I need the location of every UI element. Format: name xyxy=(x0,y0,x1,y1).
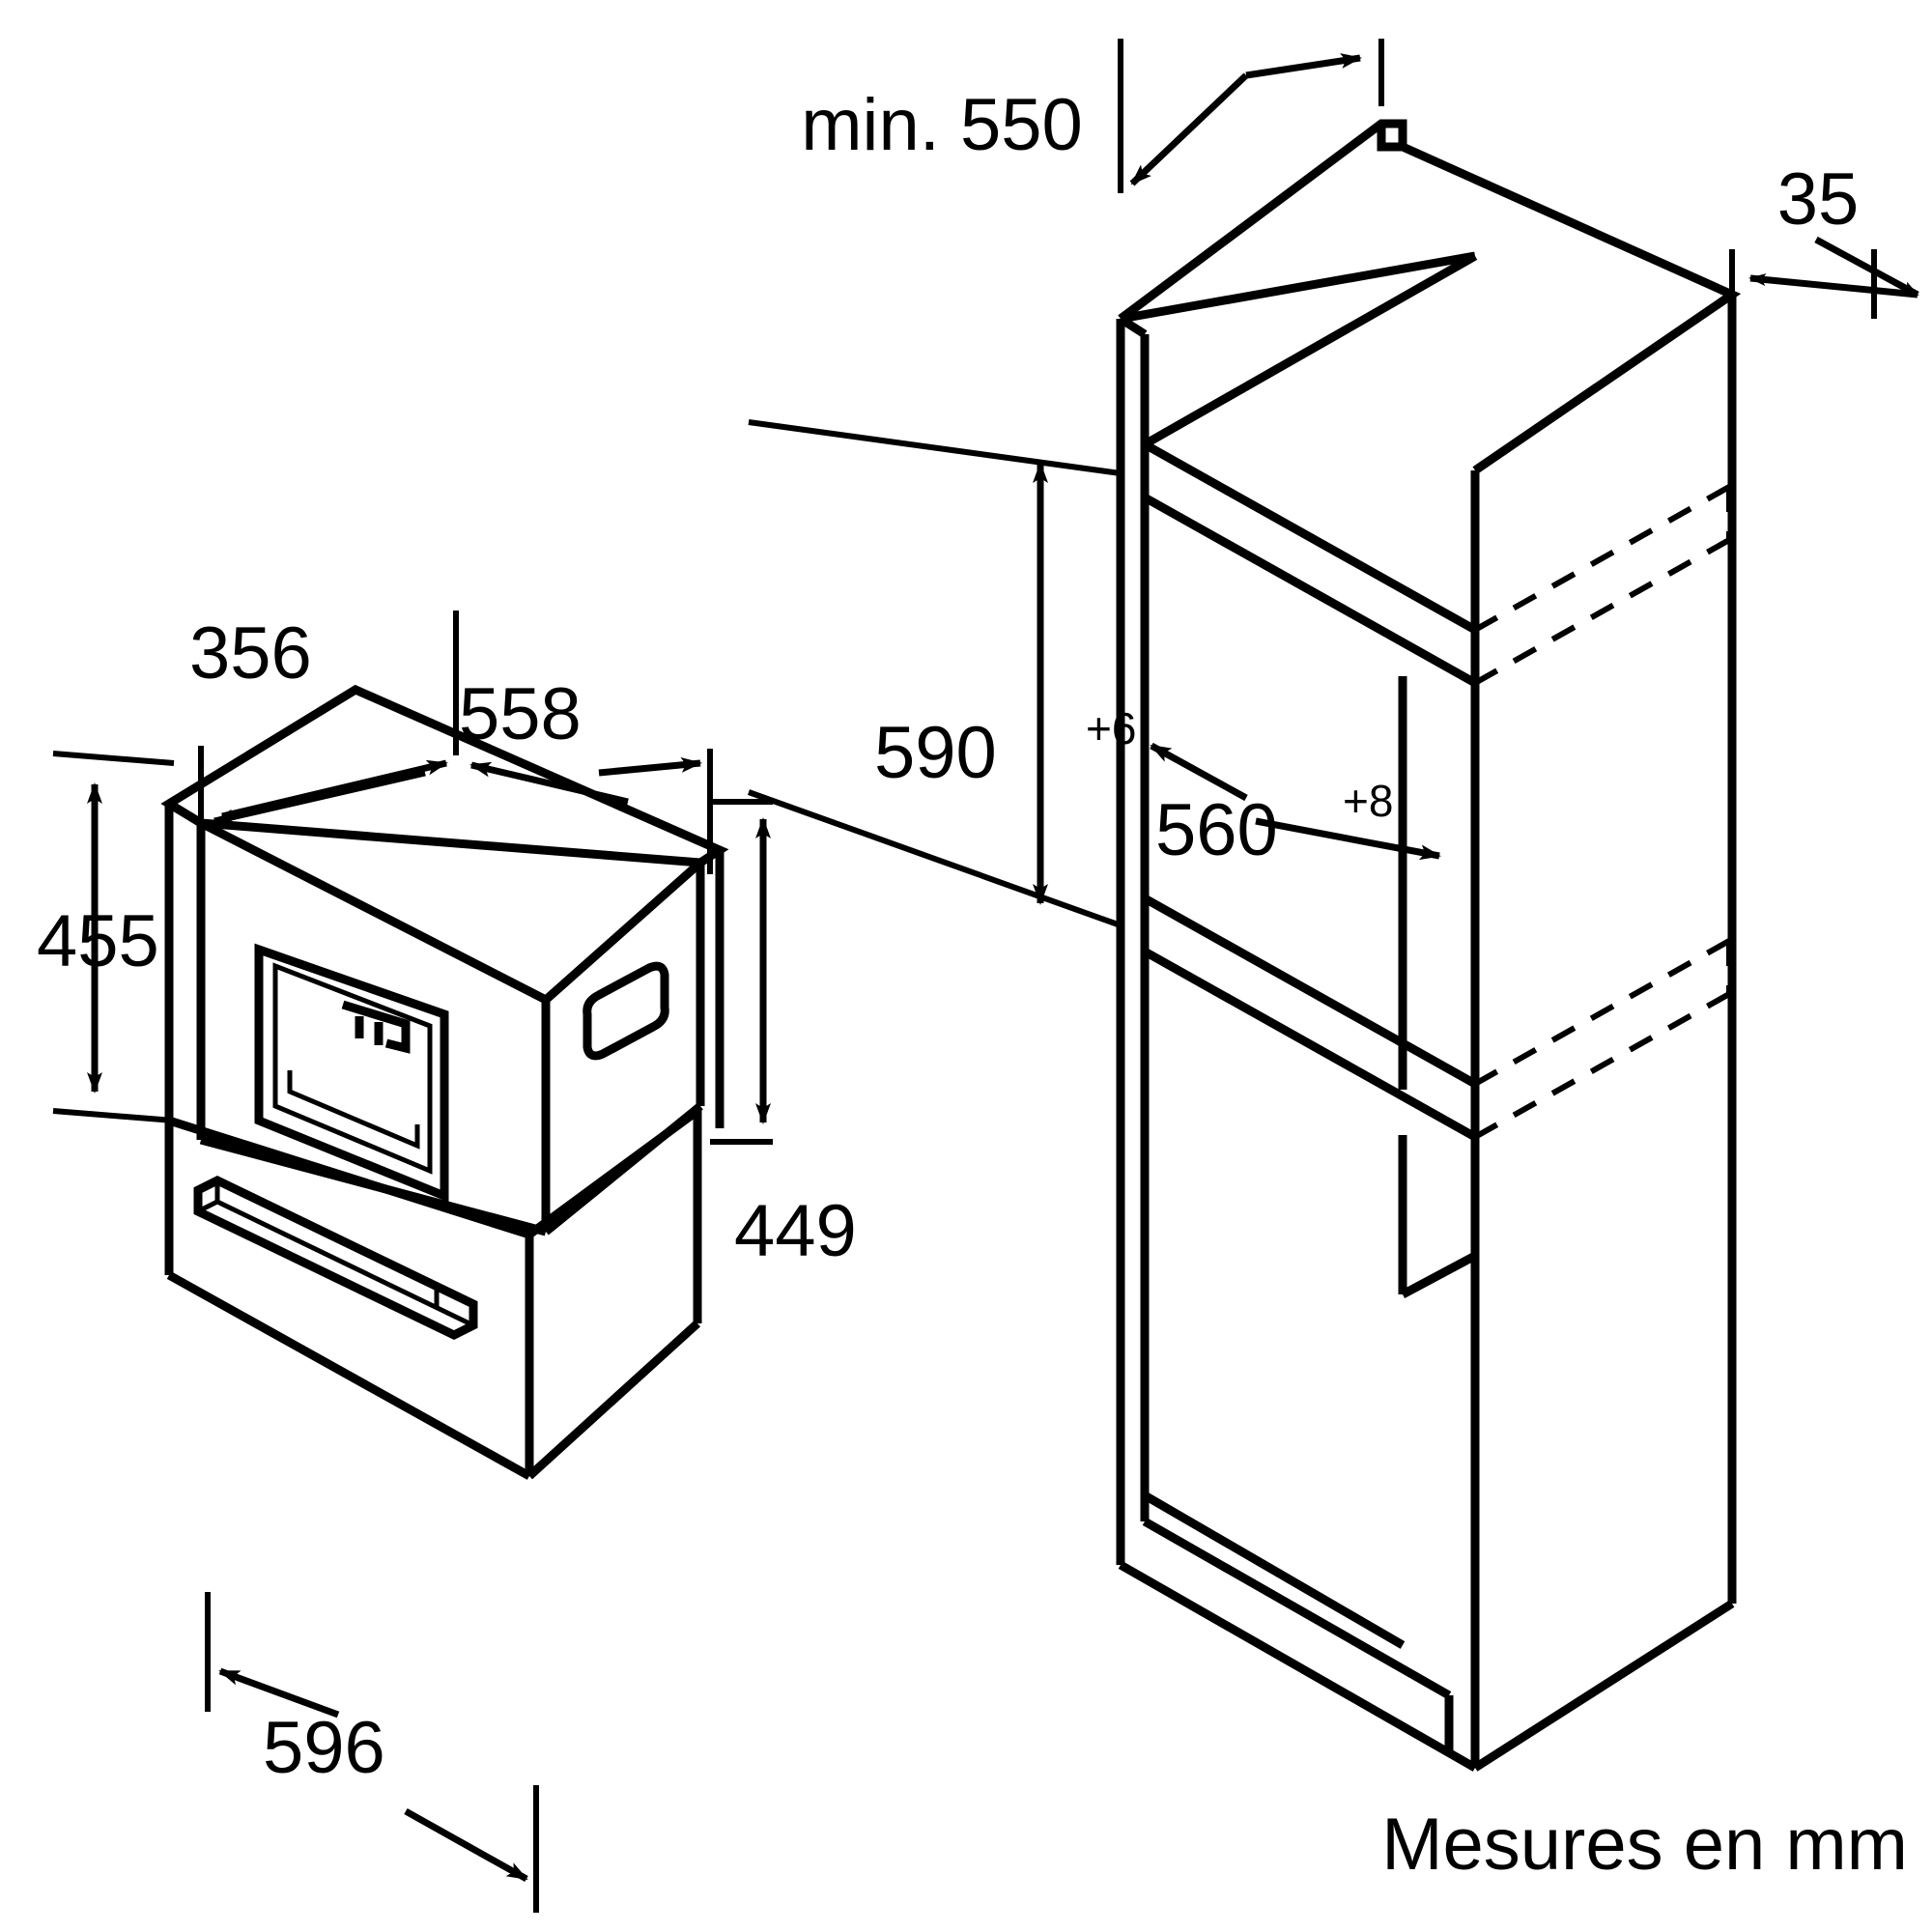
dimension-min-550: min. 550 xyxy=(801,39,1384,193)
dimension-356: 356 xyxy=(189,611,459,833)
dimension-label-35: 35 xyxy=(1777,158,1860,241)
dimension-label-596: 596 xyxy=(263,1707,385,1789)
cabinet-bottom-compartment-rear-slope xyxy=(1400,1252,1478,1298)
cabinet-lower-shelf-rear-dashed-top xyxy=(1473,938,1731,1087)
dimension-590: 590 +6 xyxy=(747,419,1136,928)
dimension-label-min-550: min. 550 xyxy=(801,84,1083,166)
dimension-558: 558 xyxy=(459,673,713,874)
dimension-label-449: 449 xyxy=(734,1190,857,1272)
arrow-35-outer xyxy=(1814,236,1919,298)
arrow-558-left xyxy=(469,761,629,806)
cabinet-top-compartment-diagonal xyxy=(1142,252,1478,448)
arrow-35-inner xyxy=(1748,273,1918,298)
cabinet-base-right-bottom xyxy=(1472,1600,1735,1772)
appliance-side-handle-recess xyxy=(582,961,669,1061)
appliance-base-side-bottom xyxy=(526,1320,701,1480)
dimension-455: 455 xyxy=(37,751,175,1123)
cabinet-top-notch xyxy=(1377,124,1403,152)
arrow-596-left xyxy=(218,1667,340,1719)
arrow-558-right xyxy=(598,756,702,777)
appliance-base-front-bottom xyxy=(166,1271,532,1480)
cabinet-top-face xyxy=(1118,119,1742,474)
dimension-35: 35 xyxy=(1729,158,1919,319)
ext-line-590-bottom xyxy=(747,789,1122,928)
dimension-596: 596 xyxy=(205,1592,539,1913)
arrow-596-right xyxy=(404,1807,528,1883)
cabinet-lower-shelf-rear-dashed-bottom xyxy=(1473,991,1731,1140)
dimension-label-560-tolerance: +8 xyxy=(1343,776,1393,826)
dimension-label-356: 356 xyxy=(189,612,312,695)
cabinet-top-compartment-back-edge xyxy=(1120,251,1476,324)
appliance-drawer-handle-edge xyxy=(215,1199,475,1328)
ext-line-590-top xyxy=(748,419,1122,476)
arrow-560-left xyxy=(1150,742,1248,802)
dimension-label-590: 590 xyxy=(874,712,997,794)
dimension-label-558: 558 xyxy=(459,673,582,755)
appliance-top-face xyxy=(160,684,729,867)
appliance-brew-head xyxy=(341,1000,411,1054)
appliance-front-window-outer xyxy=(254,943,449,1203)
arrow-550-upper xyxy=(1245,53,1362,79)
appliance-drip-tray xyxy=(287,1070,420,1150)
ext-line-455-top xyxy=(52,751,175,766)
cabinet-niche-drawing xyxy=(1116,119,1742,1772)
dimension-label-560: 560 xyxy=(1155,789,1278,871)
cabinet-upper-shelf-rear-dashed-bottom xyxy=(1473,537,1731,686)
dimension-label-590-tolerance: +6 xyxy=(1086,703,1136,753)
cabinet-upper-shelf-front-top xyxy=(1142,440,1478,634)
dimension-560: 560 +8 xyxy=(1142,667,1441,871)
dimension-label-455: 455 xyxy=(37,900,159,982)
arrow-356-right xyxy=(221,759,448,820)
ext-line-455-bottom xyxy=(52,1108,175,1123)
cabinet-base-front-bottom xyxy=(1118,1561,1478,1772)
coffee-machine-drawing xyxy=(160,684,729,1480)
arrow-560-right xyxy=(1255,817,1441,861)
appliance-base-side-top xyxy=(526,1107,700,1238)
cabinet-upper-shelf-front-bottom xyxy=(1142,494,1478,687)
cabinet-upper-shelf-rear-dashed-top xyxy=(1473,484,1731,633)
dimension-449: 449 xyxy=(710,799,857,1272)
cabinet-inner-floor-front xyxy=(1142,1492,1406,1649)
appliance-top-left-corner xyxy=(166,800,204,827)
cabinet-plinth-inner-line xyxy=(1142,1518,1452,1699)
appliance-base-front-top xyxy=(167,1116,531,1239)
appliance-front-top-edge xyxy=(198,818,549,1005)
appliance-side-top-edge xyxy=(543,859,703,1004)
units-caption: Mesures en mm xyxy=(1381,1804,1908,1886)
cabinet-lower-shelf-front-bottom xyxy=(1142,948,1478,1141)
cabinet-lower-shelf-front-top xyxy=(1142,895,1478,1088)
arrow-550-lower xyxy=(1129,72,1249,186)
appliance-front-window-inner xyxy=(272,962,433,1175)
